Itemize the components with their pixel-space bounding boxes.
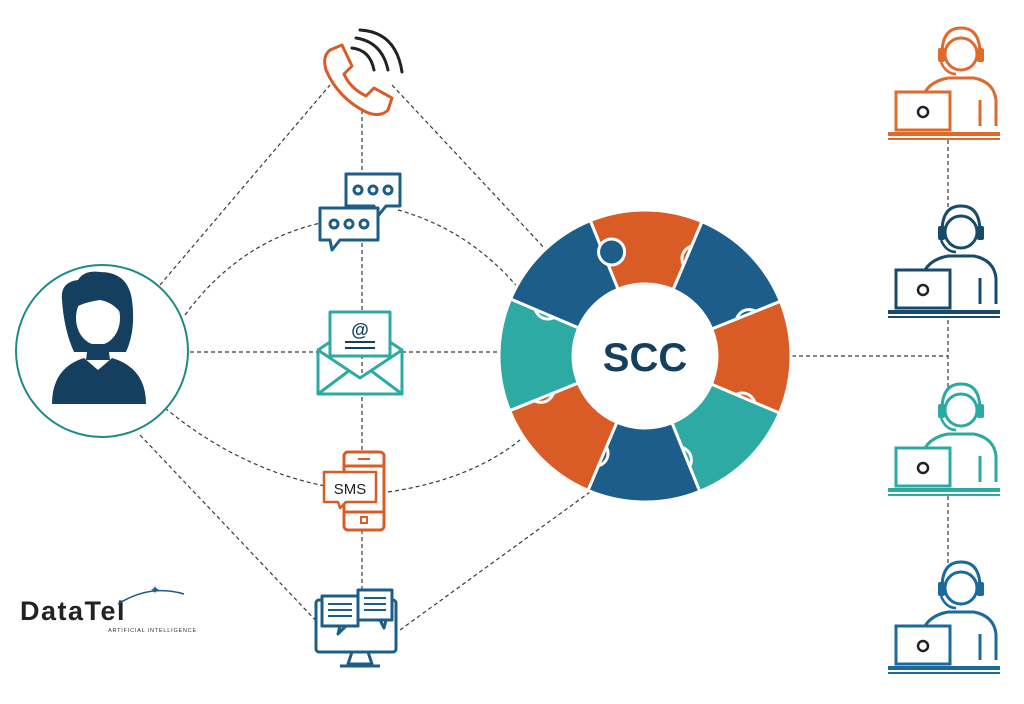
connector-customer-phone [159,84,331,286]
logo-text: DataTel [20,596,126,626]
datatel-logo: DataTel ✦ ARTIFICIAL INTELLIGENCE [20,583,197,634]
sms-phone-icon: SMS [322,450,386,532]
hub-label: SCC [603,336,687,380]
agent-headset-icon [888,204,1000,318]
connector-webchat-hub [399,491,591,631]
hub-center [575,286,715,426]
connector-phone-hub [391,84,549,253]
logo-swoosh [117,589,185,605]
connector-chat-hub [397,209,521,291]
agent-headset-icon [888,382,1000,496]
puzzle-ring [497,208,793,504]
connector-customer-sms [164,407,331,488]
customer-node [15,264,189,438]
sms-label: SMS [334,481,367,498]
connector-customer-webchat [139,434,321,626]
logo-tagline: ARTIFICIAL INTELLIGENCE [108,628,197,634]
phone-icon [323,28,404,117]
monitor-chat-icon [314,588,398,668]
logo-star-icon: ✦ [150,583,160,597]
connector-sms-hub [387,439,521,493]
agent-headset-icon [888,26,1000,140]
puzzle-segment [508,218,620,330]
agents [888,26,1000,674]
puzzle-knob [597,237,627,267]
customer-avatar-icon [52,271,146,404]
email-icon: @ [316,310,404,396]
connector-customer-chat [184,221,326,316]
chat-bubbles-icon [318,172,402,252]
svg-text:@: @ [351,320,369,340]
agent-headset-icon [888,560,1000,674]
scc-hub: SCC [497,208,793,504]
